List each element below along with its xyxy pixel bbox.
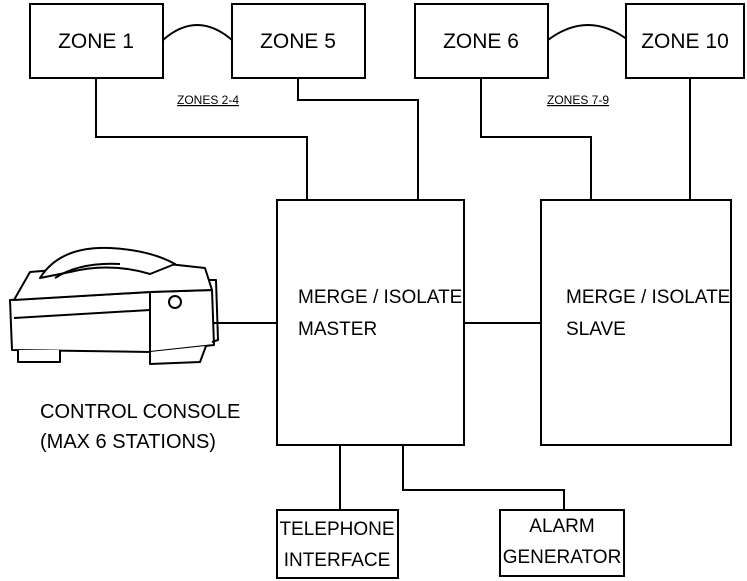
merge-isolate-slave-box: MERGE / ISOLATE SLAVE	[541, 200, 731, 445]
control-console-icon	[10, 248, 218, 364]
telephone-label-line1: TELEPHONE	[279, 519, 394, 540]
zone-5-label: ZONE 5	[260, 30, 336, 53]
zone-10-label: ZONE 10	[641, 30, 729, 53]
master-label-line2: MASTER	[298, 319, 377, 340]
telephone-interface-box: TELEPHONE INTERFACE	[277, 510, 398, 578]
zone1-zone5-arc	[163, 25, 232, 40]
zone-10-box: ZONE 10	[626, 4, 744, 78]
zones-7-9-label: ZONES 7-9	[547, 93, 609, 107]
zone5-to-master-line	[298, 78, 418, 200]
control-console-label-line1: CONTROL CONSOLE	[40, 401, 240, 423]
master-label-line1: MERGE / ISOLATE	[298, 287, 462, 308]
zone-6-label: ZONE 6	[443, 30, 519, 53]
zone-5-box: ZONE 5	[232, 4, 365, 78]
zone6-zone10-arc	[548, 25, 628, 40]
zone-1-label: ZONE 1	[58, 30, 134, 53]
zones-2-4-label: ZONES 2-4	[177, 93, 239, 107]
master-to-alarm-line	[403, 445, 564, 510]
telephone-label-line2: INTERFACE	[284, 550, 391, 571]
control-console-label-line2: (MAX 6 STATIONS)	[40, 431, 216, 453]
slave-label-line1: MERGE / ISOLATE	[566, 287, 730, 308]
zone-1-box: ZONE 1	[30, 4, 163, 78]
alarm-generator-box: ALARM GENERATOR	[500, 510, 624, 576]
slave-label-line2: SLAVE	[566, 319, 626, 340]
alarm-label-line2: GENERATOR	[503, 547, 622, 568]
zone-6-box: ZONE 6	[415, 4, 548, 78]
merge-isolate-master-box: MERGE / ISOLATE MASTER	[277, 200, 464, 445]
alarm-label-line1: ALARM	[529, 516, 594, 537]
